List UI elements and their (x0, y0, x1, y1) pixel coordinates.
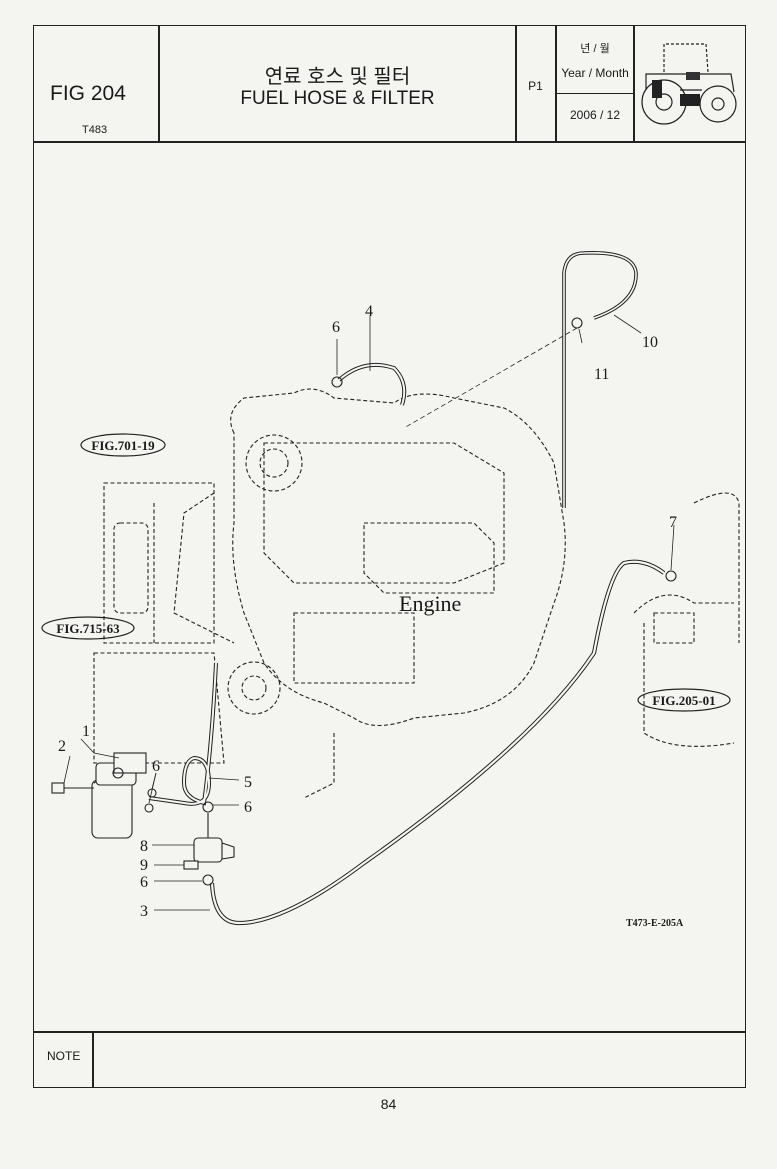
callout-4: 4 (365, 303, 373, 320)
filter-icon (680, 94, 700, 106)
callout-10: 10 (642, 334, 658, 351)
fuel-tank-icon (652, 80, 662, 98)
callout-7: 7 (669, 514, 677, 531)
callout-9: 9 (140, 857, 148, 874)
bolt-9 (183, 860, 199, 870)
note-label: NOTE (47, 1049, 81, 1063)
header-col-divider (158, 25, 160, 142)
fuel-filter (91, 752, 147, 839)
page-code: P1 (528, 79, 543, 93)
tractor-thumbnail (641, 43, 737, 125)
year-month-label-english: Year / Month (561, 66, 629, 80)
leader-lines (63, 314, 675, 911)
radiator-outline (633, 492, 740, 747)
callout-6-hose5: 6 (244, 799, 252, 816)
header-row-divider (555, 93, 634, 95)
parts-drawing: 6 4 10 11 7 1 2 6 5 6 8 9 6 3 FIG.701-19… (41, 251, 740, 929)
note-divider (33, 1031, 746, 1033)
drawing-code: T473-E-205A (626, 918, 684, 929)
year-month-label-korean: 년 / 월 (580, 43, 610, 55)
year-month-value: 2006 / 12 (569, 108, 621, 122)
title-korean: 연료 호스 및 필터 (264, 66, 411, 88)
filter-housing-outline (93, 482, 225, 764)
callout-6-pump: 6 (140, 874, 148, 891)
figref-205-01: FIG.205-01 (652, 693, 715, 708)
model-code: T483 (82, 124, 108, 136)
figref-715-63: FIG.715-63 (56, 621, 120, 636)
callout-11: 11 (594, 366, 609, 383)
engine-outline (153, 388, 566, 799)
header-col-divider (555, 25, 557, 142)
callout-3: 3 (140, 903, 148, 920)
hose-4 (337, 363, 407, 406)
fuel-pump (193, 813, 235, 863)
title-english: FUEL HOSE & FILTER (240, 88, 435, 109)
callout-5: 5 (244, 774, 252, 791)
page-number: 84 (380, 1096, 397, 1112)
callout-1: 1 (82, 723, 90, 740)
fig-number: FIG 204 (50, 82, 126, 105)
header-col-divider (633, 25, 635, 142)
engine-label: Engine (399, 591, 461, 616)
page-frame (33, 25, 746, 1088)
note-col-divider (92, 1031, 94, 1088)
callout-2: 2 (58, 738, 66, 755)
callout-8: 8 (140, 838, 148, 855)
header-divider (33, 141, 746, 143)
callout-6-filter: 6 (152, 758, 160, 775)
figref-701-19: FIG.701-19 (91, 438, 155, 453)
header-col-divider (515, 25, 517, 142)
callout-6-top: 6 (332, 319, 340, 336)
bolt-2 (51, 782, 94, 794)
